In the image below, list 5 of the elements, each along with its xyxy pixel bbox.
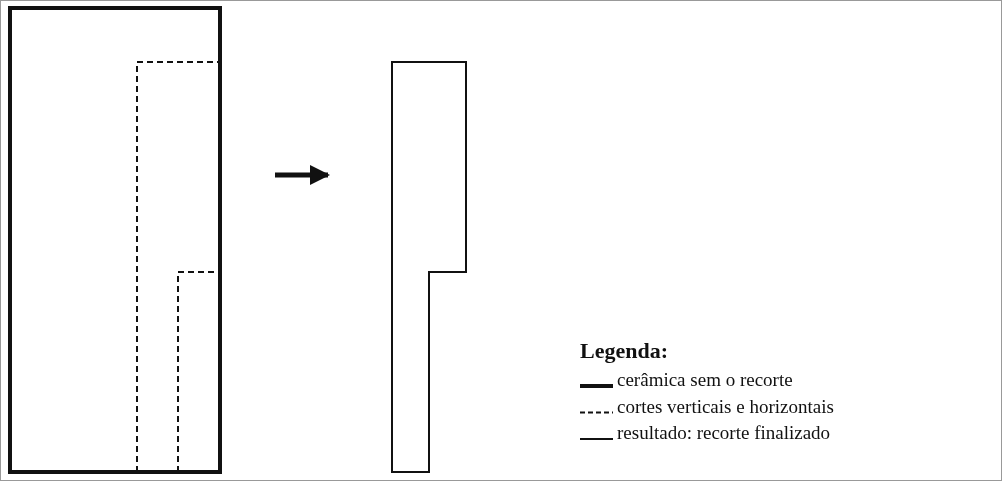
legend-text: cerâmica sem o recorte [617, 369, 793, 391]
legend-text: resultado: recorte finalizado [617, 422, 831, 444]
arrow [275, 165, 330, 185]
legend-title: Legenda: [580, 338, 668, 364]
legend-text: cortes verticais e horizontais [617, 395, 834, 418]
